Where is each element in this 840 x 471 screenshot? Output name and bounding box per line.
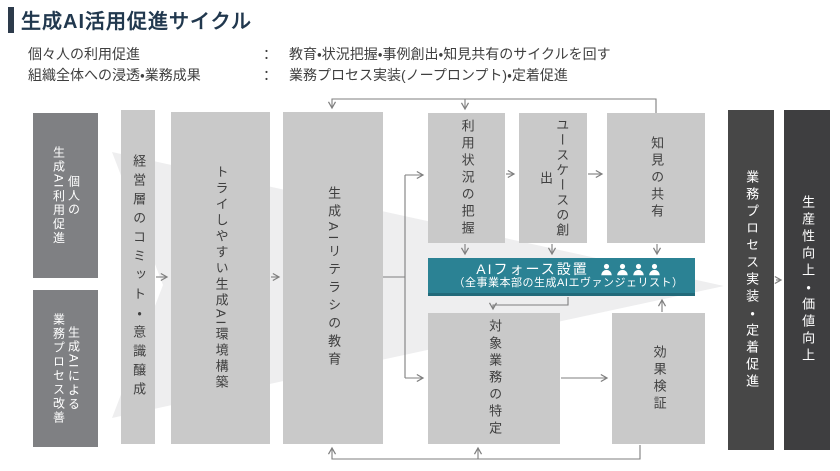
box-easy-ai-environment: トライしやすい生成AI環境構築 (171, 112, 270, 444)
box-personal-ai-promotion: 個人の 生成AI利用促進 (33, 113, 98, 278)
subtitle-colon: ： (263, 67, 277, 83)
box-label: 生成AIリテラシの教育 (326, 185, 342, 371)
subtitle-colon: ： (263, 46, 277, 62)
person-icon (600, 263, 613, 276)
box-management-commitment: 経営層のコミット・意識醸成 (121, 110, 155, 444)
header: 生成AI活用促進サイクル (8, 5, 252, 34)
person-icon (616, 263, 629, 276)
subtitle-desc: 業務プロセス実装(ノープロンプト)・定着促進 (289, 67, 568, 83)
person-icon (632, 263, 645, 276)
subtitle-label: 個々人の利用促進 (28, 46, 140, 62)
person-icons-group (600, 263, 661, 276)
ai-force-title-row: AIフォース設置 (476, 260, 661, 277)
subtitle-label: 組織全体への浸透・業務成果 (28, 67, 201, 83)
box-label: 利用状況の把握 (459, 118, 475, 238)
box-label: 業務プロセス実装・定着促進 (744, 169, 760, 391)
subtitle-row: 個々人の利用促進 ： 教育・状況把握・事例創出・知見共有のサイクルを回す (28, 44, 611, 65)
title-accent-bar (8, 6, 14, 33)
subtitle-row: 組織全体への浸透・業務成果 ： 業務プロセス実装(ノープロンプト)・定着促進 (28, 65, 611, 86)
box-productivity-value-up: 生産性向上・価値向上 (784, 110, 830, 450)
subtitle-desc: 教育・状況把握・事例創出・知見共有のサイクルを回す (289, 46, 611, 62)
box-usecase-creation: ユースケースの創出 (519, 113, 587, 243)
person-icon (648, 263, 661, 276)
box-label: 個人の 生成AI利用促進 (51, 145, 81, 246)
box-target-task-identification: 対象業務の特定 (428, 313, 560, 444)
ai-force-title: AIフォース設置 (476, 260, 589, 277)
box-label: 効果検証 (651, 344, 667, 413)
box-label: 生成AIによる 業務プロセス改善 (51, 312, 81, 425)
box-label: 対象業務の特定 (487, 319, 503, 438)
ai-force-subtitle: （全事業本部の生成AIエヴァンジェリスト） (453, 276, 684, 289)
box-effect-verification: 効果検証 (612, 313, 705, 444)
banner-ai-force: AIフォース設置 （全事業本部の生成AIエヴァンジェリスト） (428, 258, 695, 296)
box-label: 経営層のコミット・意識醸成 (131, 153, 147, 401)
box-knowledge-sharing: 知見の共有 (607, 113, 705, 243)
box-label: ユースケースの創出 (538, 118, 570, 238)
box-process-implementation: 業務プロセス実装・定着促進 (728, 110, 774, 450)
box-label: トライしやすい生成AI環境構築 (213, 164, 229, 392)
subtitle-block: 個々人の利用促進 ： 教育・状況把握・事例創出・知見共有のサイクルを回す 組織全… (28, 44, 611, 86)
box-process-improvement-by-ai: 生成AIによる 業務プロセス改善 (33, 290, 98, 447)
box-label: 生産性向上・価値向上 (800, 195, 816, 365)
box-usage-status-grasp: 利用状況の把握 (428, 113, 505, 243)
box-ai-literacy-education: 生成AIリテラシの教育 (283, 112, 383, 444)
box-label: 知見の共有 (649, 135, 665, 221)
page-title: 生成AI活用促進サイクル (21, 11, 252, 33)
